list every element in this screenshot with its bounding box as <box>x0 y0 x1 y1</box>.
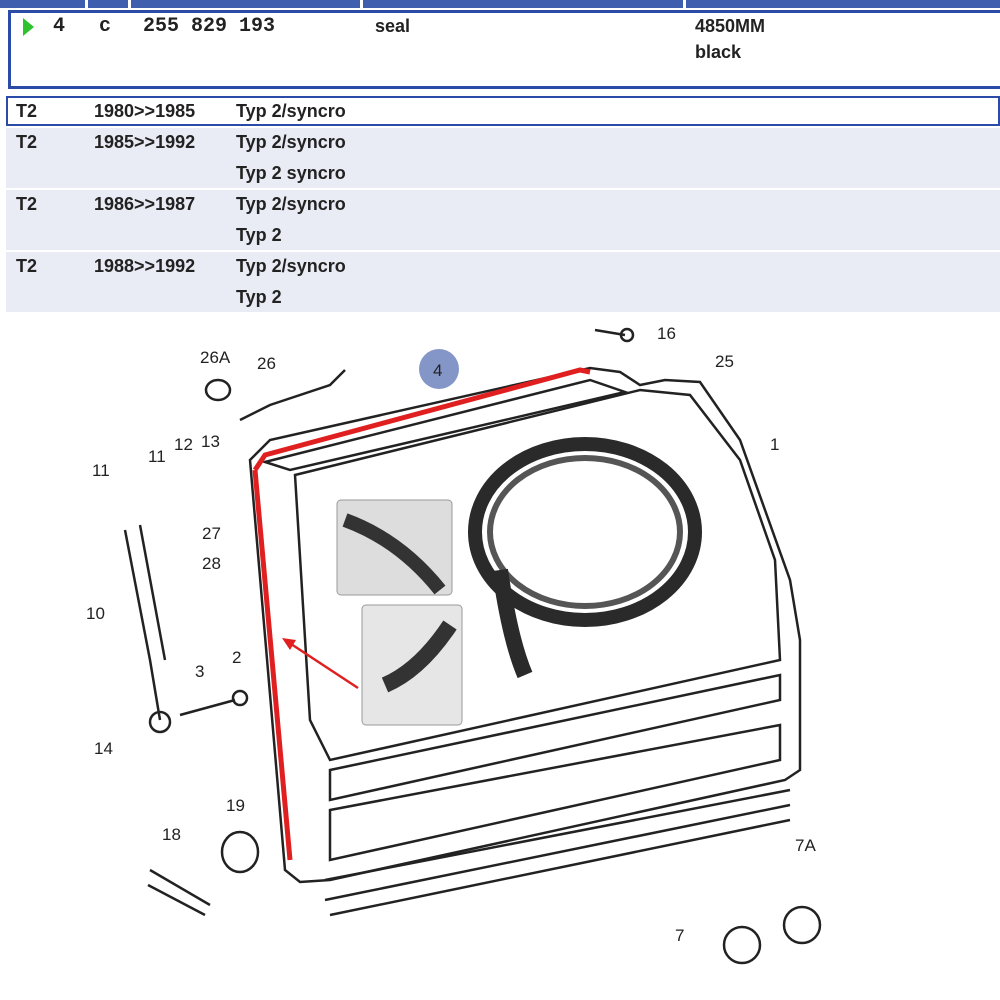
part-variant: c <box>99 15 112 38</box>
part-remark-length: 4850MM <box>695 16 766 36</box>
type: Typ 2/syncro <box>236 194 346 214</box>
callout-label: 11 <box>92 461 110 480</box>
part-description: seal <box>375 16 411 36</box>
years: 1985>>1992 <box>94 132 196 152</box>
part-remark-color: black <box>695 42 742 62</box>
years: 1986>>1987 <box>94 194 196 214</box>
arrowhead <box>282 638 296 650</box>
model: T2 <box>16 256 38 276</box>
table-row[interactable]: T2 1980>>1985 Typ 2/syncro <box>6 96 1000 126</box>
part-number: 255 829 193 <box>143 15 276 38</box>
callout-label: 13 <box>201 432 220 451</box>
pointer-arrow <box>284 638 359 690</box>
type: Typ 2/syncro <box>236 256 346 276</box>
type: Typ 2 <box>236 225 282 245</box>
play-arrow-icon <box>23 18 34 36</box>
applicability-table: T2 1980>>1985 Typ 2/syncro T2 1985>>1992… <box>6 96 1000 314</box>
callout-label: 19 <box>226 796 245 815</box>
years: 1980>>1985 <box>94 101 196 121</box>
callout-label: 26A <box>200 348 231 367</box>
callout-label: 28 <box>202 554 221 573</box>
callout-label: 16 <box>657 324 676 343</box>
callout-label: 1 <box>770 435 779 454</box>
seal-coil-photo <box>468 437 702 627</box>
callout-label: 10 <box>86 604 105 623</box>
callout-label: 26 <box>257 354 276 373</box>
table-header-bar <box>0 0 1000 8</box>
table-row[interactable]: T2 1986>>1987 Typ 2/syncro Typ 2 <box>6 190 1000 250</box>
callout-label: 3 <box>195 662 204 681</box>
tailgate-drawing <box>123 327 822 965</box>
callout-label: 7 <box>675 926 684 945</box>
model: T2 <box>16 194 38 214</box>
callout-label: 11 <box>148 447 166 466</box>
part-row[interactable]: 4 c 255 829 193 seal 4850MM black <box>8 10 1000 89</box>
table-row[interactable]: T2 1985>>1992 Typ 2/syncro Typ 2 syncro <box>6 128 1000 188</box>
years: 1988>>1992 <box>94 256 196 276</box>
table-row[interactable]: T2 1988>>1992 Typ 2/syncro Typ 2 <box>6 252 1000 312</box>
callout-label: 14 <box>94 739 113 758</box>
highlight-callout-4[interactable] <box>419 349 459 389</box>
callout-label: 25 <box>715 352 734 371</box>
callout-label: 12 <box>174 435 193 454</box>
callout-label: 18 <box>162 825 181 844</box>
callout-label: 27 <box>202 524 221 543</box>
callout-label: 4 <box>433 361 442 380</box>
model: T2 <box>16 132 38 152</box>
part-position: 4 <box>53 15 66 38</box>
type: Typ 2 <box>236 287 282 307</box>
type: Typ 2/syncro <box>236 101 346 121</box>
type: Typ 2 syncro <box>236 163 346 183</box>
callout-label: 7A <box>795 836 816 855</box>
seal-highlight <box>252 367 591 861</box>
callout-label: 2 <box>232 648 241 667</box>
model: T2 <box>16 101 38 121</box>
type: Typ 2/syncro <box>236 132 346 152</box>
